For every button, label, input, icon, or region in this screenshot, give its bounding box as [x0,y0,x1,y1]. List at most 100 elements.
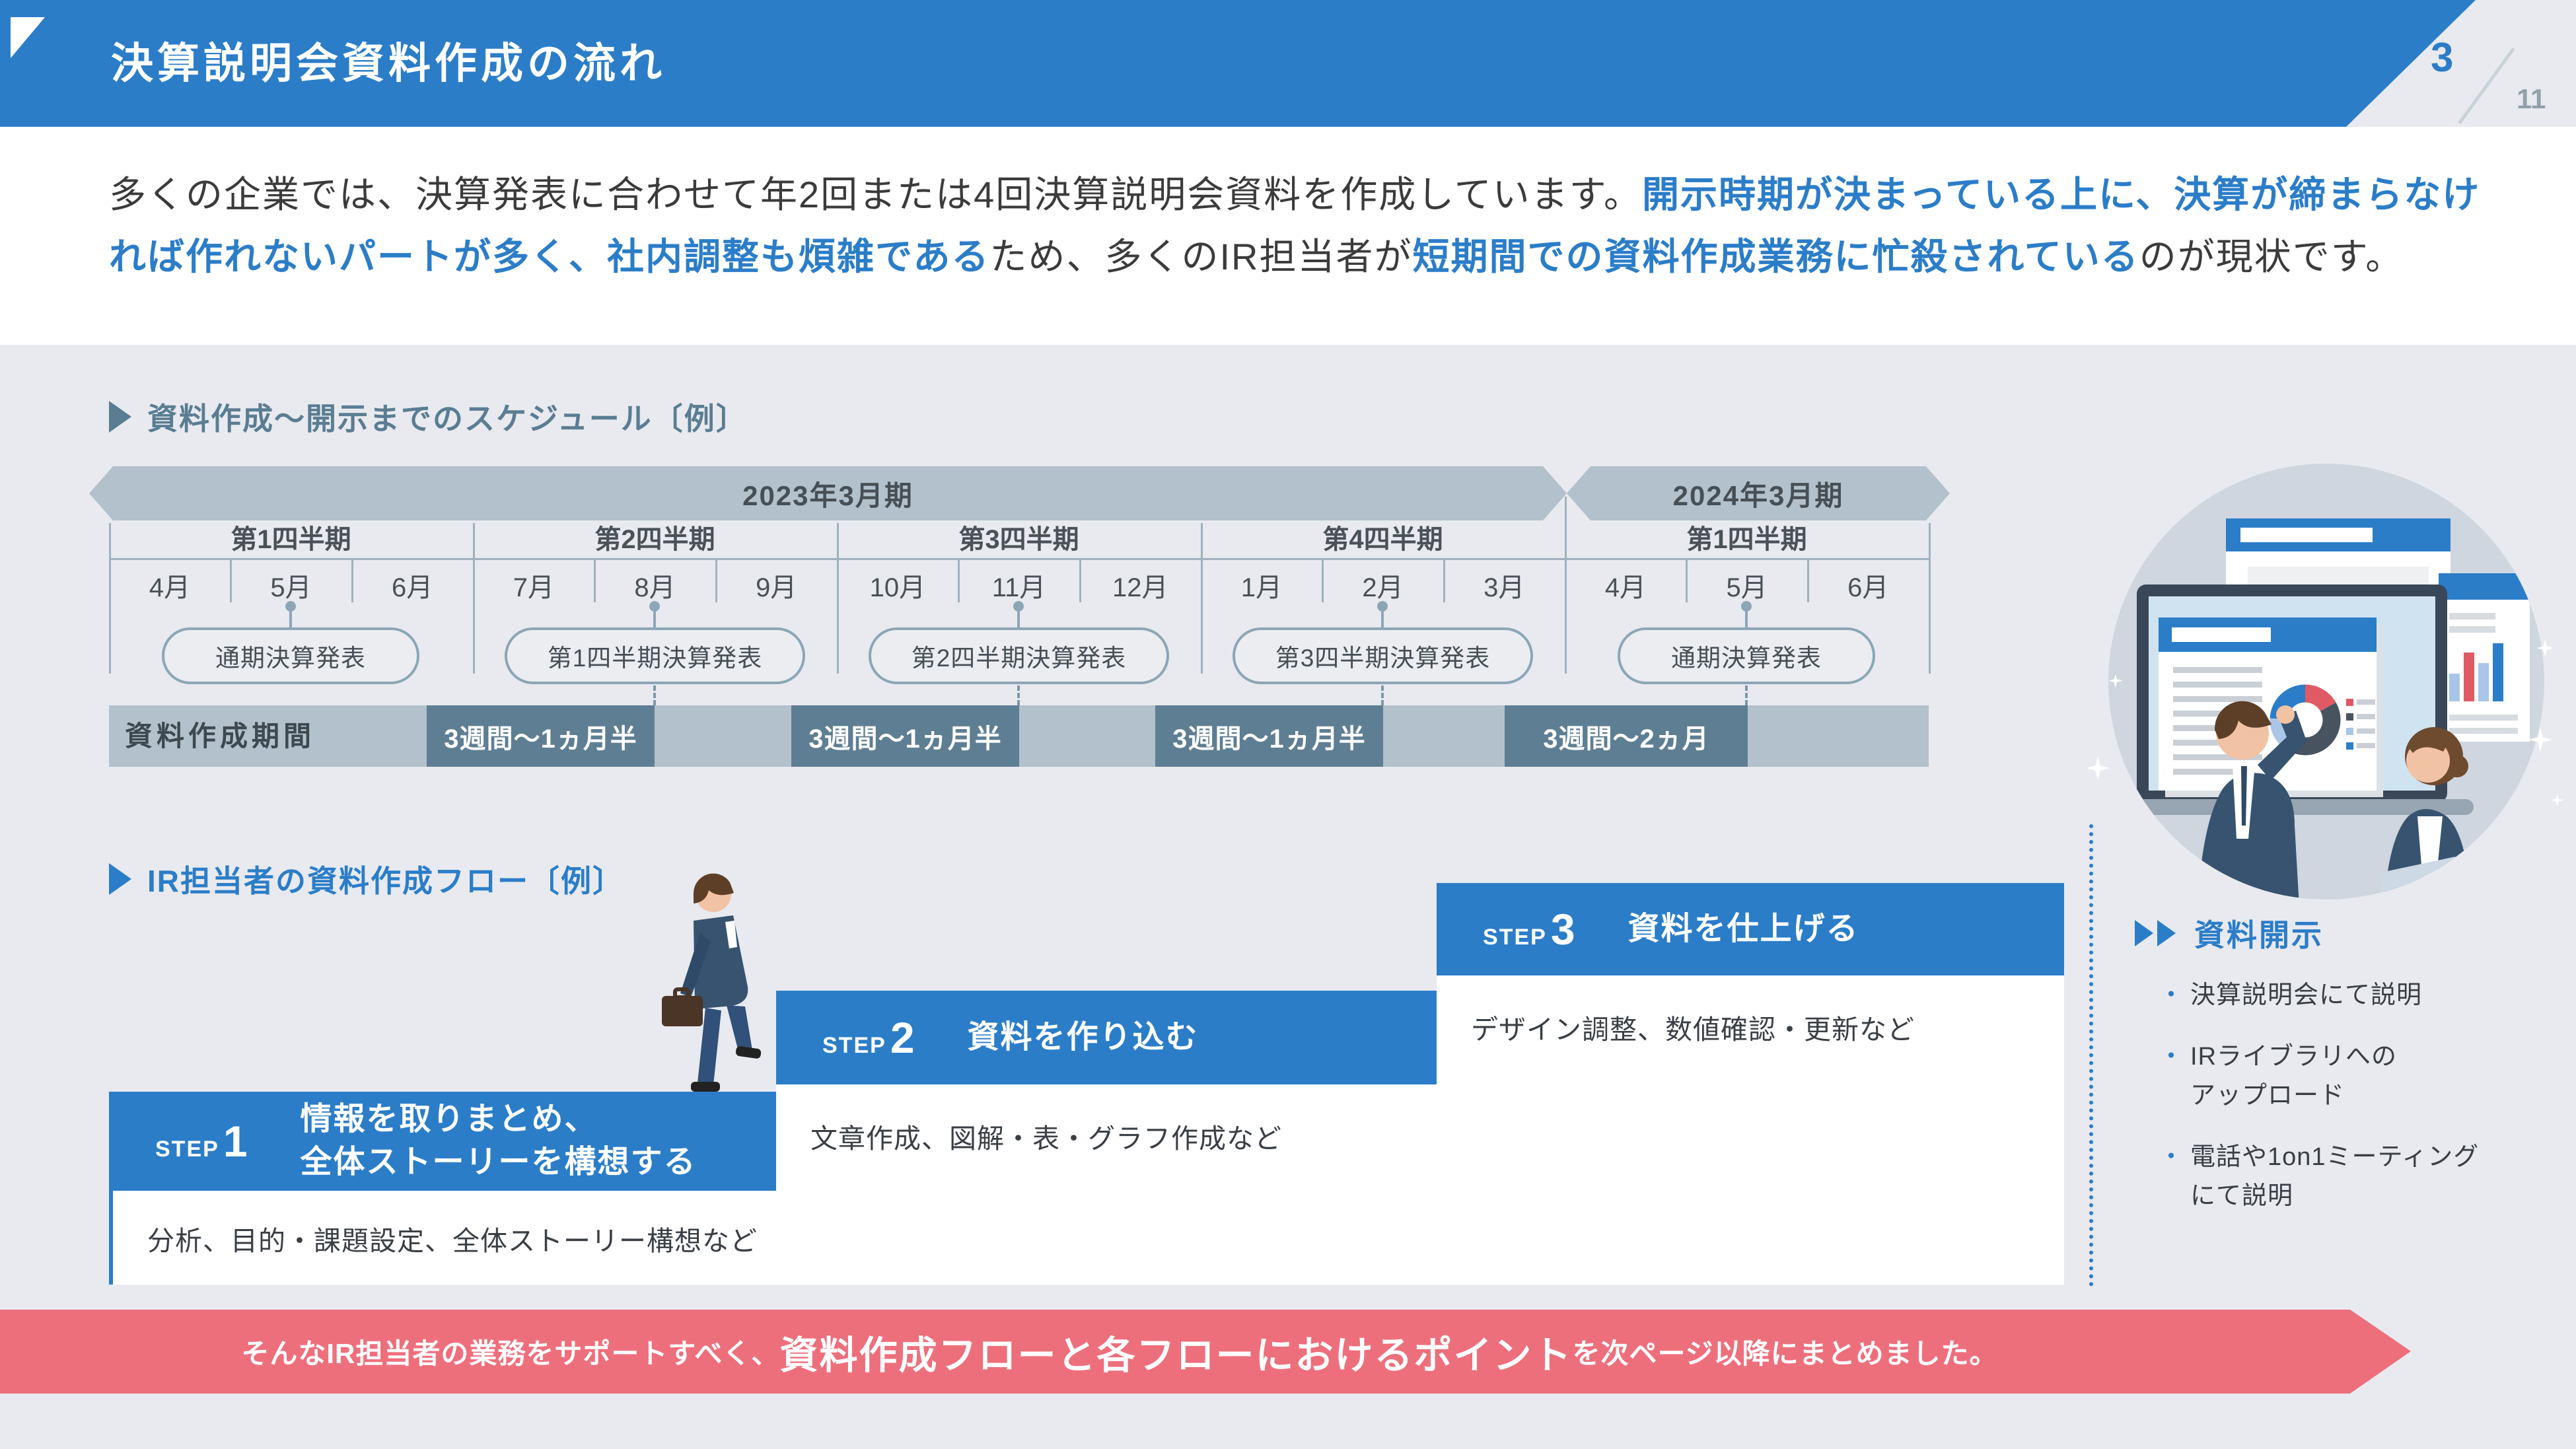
page-number-total: 11 [2517,83,2546,114]
quarter-label: 第4四半期 [1322,525,1443,554]
list-item: ・ 決算説明会にて説明 [2159,976,2561,1015]
step-title: 資料を仕上げる [1628,911,1859,946]
bullet-icon: ・ [2159,1042,2184,1071]
intro-highlight: 開示時期が決まっている上に、決算が締まら [1642,174,2404,215]
month-tick [1079,560,1081,602]
period-segment: 3週間～1ヵ月半 [427,705,655,767]
period-band-label: 資料作成期間 [125,721,316,752]
bullet-icon: ・ [2159,1143,2184,1171]
connector-stem [653,612,656,629]
connector-dot [1741,601,1752,612]
intro-band [0,127,2576,345]
grid-line [1201,523,1203,674]
step-tag: STEP 2 [822,1013,915,1062]
creation-period-band: 資料作成期間 3週間～1ヵ月半 3週間～1ヵ月半 3週間～1ヵ月半 3週間～2ヵ… [109,705,1929,767]
connector-stem [289,612,292,629]
period-segment: 3週間～2ヵ月 [1505,705,1748,767]
dotted-divider [2089,824,2093,1287]
step-description: デザイン調整、数値確認・更新など [1471,1014,1915,1045]
quarter-label: 第1四半期 [1686,525,1807,554]
page-title: 決算説明会資料作成の流れ [111,40,666,87]
grid-line [109,523,111,674]
step-title: 情報を取りまとめ、 全体ストーリーを構想する [300,1102,697,1180]
fiscal-year-band-2023: 2023年3月期 [89,466,1567,520]
month-label: 2月 [1362,573,1404,602]
announcement-pill: 通期決算発表 [162,627,419,684]
quarter-label: 第2四半期 [594,525,715,554]
sparkle-icon [2086,639,2564,807]
page-number-current: 3 [2431,35,2454,81]
page-number-slash [2458,47,2515,125]
month-tick [351,560,353,602]
step-description: 文章作成、図解・表・グラフ作成など [810,1123,1282,1154]
page-number: 3 11 [2404,26,2563,132]
step-tag: STEP 1 [155,1117,248,1166]
month-label: 6月 [392,573,433,602]
bullet-icon: ・ [2159,981,2184,1009]
intro-text: ため、多くのIR担当者が [989,236,1413,277]
businessman-climbing-illustration [662,873,762,1092]
announcement-pill: 第3四半期決算発表 [1233,627,1533,684]
month-label: 10月 [869,573,926,602]
month-tick [230,560,232,602]
double-chevron-icon [2135,920,2153,946]
month-label: 5月 [270,573,312,602]
month-tick [1686,560,1688,602]
dashed-connector [653,686,656,705]
intro-text: のが現状です。 [2139,236,2404,277]
disclosure-title: 資料開示 [2135,911,2324,955]
connector-dot [1377,601,1388,612]
step2-header: STEP 2 資料を作り込む [776,991,1437,1084]
step-tag: STEP 3 [1483,905,1575,954]
announcement-pill: 第2四半期決算発表 [869,627,1169,684]
month-label: 8月 [634,573,676,602]
connector-dot [649,601,660,612]
period-segment: 3週間～1ヵ月半 [1155,705,1383,767]
list-item: ・ IRライブラリへの アップロード [2159,1038,2561,1115]
connector-stem [1381,612,1384,629]
flow-section-title: IR担当者の資料作成フロー〔例〕 [109,857,624,901]
month-tick [715,560,717,602]
quarter-row: 第1四半期 第2四半期 第3四半期 第4四半期 第1四半期 [109,520,1929,559]
month-label: 4月 [149,573,190,602]
intro-highlight: 短期間での資料作成業務に忙殺されている [1412,236,2139,277]
month-label: 12月 [1112,573,1168,602]
step3-header: STEP 3 資料を仕上げる [1437,883,2064,975]
intro-text: 多くの企業では、決算発表に合わせて年2回または4回決算説明会資料を作成しています… [109,174,1643,215]
quarter-label: 第3四半期 [958,525,1079,554]
month-label: 1月 [1240,573,1282,602]
month-label: 7月 [513,573,554,602]
announcement-pill: 第1四半期決算発表 [505,627,805,684]
step3-description-panel: デザイン調整、数値確認・更新など [1437,975,2064,1285]
triangle-bullet-icon [109,863,131,895]
dashed-connector [1381,686,1384,705]
month-label: 9月 [756,573,797,602]
period-segment: 3週間～1ヵ月半 [791,705,1019,767]
grid-line [1565,497,1567,674]
grid-line [1929,523,1931,674]
month-row: 4月 5月 6月 7月 8月 9月 10月 11月 12月 1月 2月 3月 4… [109,560,1929,618]
connector-stem [1017,612,1020,629]
month-tick [958,560,960,602]
month-tick [1443,560,1445,602]
summary-banner: そんなIR担当者の業務をサポートすべく、資料作成フローと各フローにおけるポイント… [0,1310,2411,1394]
connector-stem [1745,612,1748,629]
step2-description-panel: 文章作成、図解・表・グラフ作成など [776,1084,1437,1285]
grid-line [837,523,839,674]
month-label: 4月 [1604,573,1647,602]
double-chevron-icon [2157,920,2176,946]
step-title: 資料を作り込む [967,1019,1199,1055]
quarter-label: 第1四半期 [231,525,351,554]
step1-description-panel: 分析、目的・課題設定、全体ストーリー構想など [109,1191,776,1285]
step-description: 分析、目的・課題設定、全体ストーリー構想など [147,1226,758,1256]
month-tick [1322,560,1324,602]
header-bar [0,0,2476,127]
intro-paragraph: 多くの企業では、決算発表に合わせて年2回または4回決算説明会資料を作成しています… [109,164,2513,288]
step1-header: STEP 1 情報を取りまとめ、 全体ストーリーを構想する [109,1092,776,1191]
month-label: 6月 [1847,573,1889,602]
month-label: 11月 [991,573,1046,602]
month-tick [1807,560,1809,602]
month-label: 3月 [1484,573,1525,602]
month-label: 5月 [1726,573,1768,602]
list-item: ・ 電話や1on1ミーティング にて説明 [2159,1138,2561,1216]
